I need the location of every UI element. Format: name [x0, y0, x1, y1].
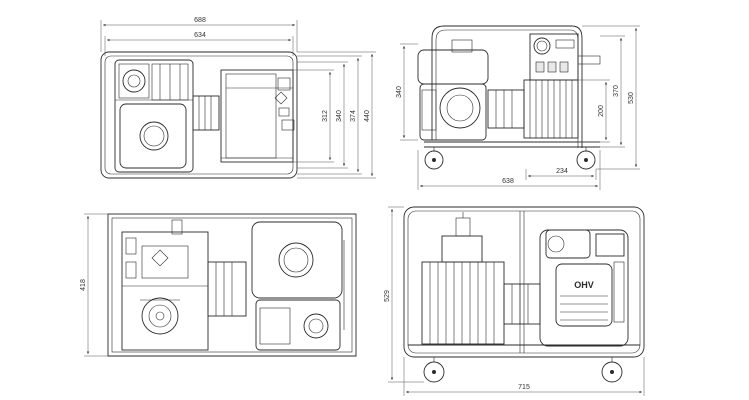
dim-634: 634	[194, 32, 206, 39]
dim-312: 312	[322, 110, 329, 122]
dim-200: 200	[598, 105, 605, 117]
engine-side	[417, 39, 489, 141]
dim-688: 688	[194, 17, 206, 24]
dim-340-side: 340	[396, 86, 403, 98]
coupling-bottom	[207, 261, 247, 317]
dim-374: 374	[350, 110, 357, 122]
dim-418: 418	[80, 279, 87, 291]
dim-440: 440	[364, 110, 371, 122]
engine-top	[114, 59, 194, 173]
dim-715: 715	[518, 384, 530, 391]
engine-front: OHV	[539, 229, 629, 347]
pump-front	[421, 212, 505, 345]
ohv-badge: OHV	[574, 280, 594, 290]
dim-234: 234	[556, 168, 568, 175]
top-view: 688 634 312 340 374 440	[100, 17, 376, 179]
dim-638: 638	[502, 178, 514, 185]
control-panel	[529, 33, 601, 81]
coupling-side	[487, 89, 525, 129]
dim-340: 340	[336, 110, 343, 122]
engine-bottom	[251, 221, 345, 351]
pump-side	[523, 79, 579, 139]
coupling-top	[192, 95, 220, 131]
side-view: 340 200 370 530 234 638	[396, 25, 640, 190]
dim-370: 370	[613, 85, 620, 97]
wheels-front	[423, 357, 623, 383]
bottom-view: 418	[80, 213, 357, 357]
coupling-front	[503, 283, 541, 325]
pump-top	[220, 69, 295, 163]
pump-bottom	[121, 219, 209, 351]
wheels-side	[424, 147, 596, 170]
dim-529: 529	[384, 290, 391, 302]
front-view: OHV 529 715	[384, 206, 645, 396]
dim-530: 530	[628, 92, 635, 104]
